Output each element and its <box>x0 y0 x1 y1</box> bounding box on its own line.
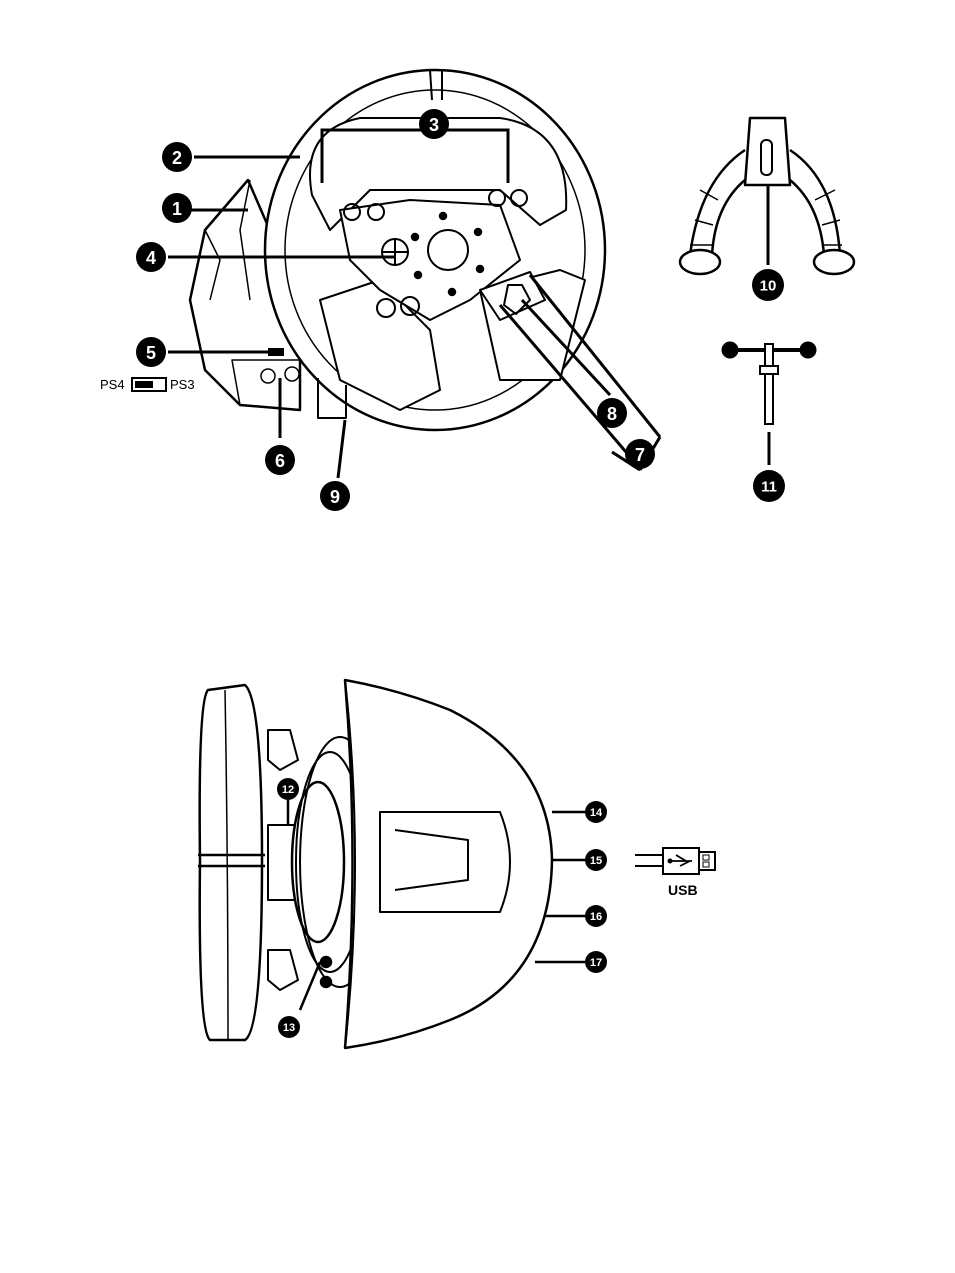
callout-6: 6 <box>265 445 295 475</box>
callout-5-label: 5 <box>146 343 156 363</box>
callout-1: 1 <box>162 193 192 223</box>
callout-11: 11 <box>753 470 785 502</box>
callout-6-label: 6 <box>275 451 285 471</box>
callout-10-label: 10 <box>760 278 777 295</box>
callout-8-label: 8 <box>607 404 617 424</box>
callout-10: 10 <box>752 269 784 301</box>
callout-2: 2 <box>162 142 192 172</box>
callout-16-label: 16 <box>590 911 602 923</box>
callout-3: 3 <box>419 109 449 139</box>
callout-4-label: 4 <box>146 248 156 268</box>
usb-connector-icon <box>663 848 715 874</box>
usb-label: USB <box>668 882 698 898</box>
callout-3-label: 3 <box>429 115 439 135</box>
callout-11-label: 11 <box>761 479 777 496</box>
wheel-side-illustration <box>198 680 552 1048</box>
wheel-front-illustration <box>190 70 605 430</box>
switch-label-ps3: PS3 <box>170 377 195 392</box>
callout-14: 14 <box>585 801 607 823</box>
callout-13: 13 <box>278 1016 300 1038</box>
callout-2-label: 2 <box>172 148 182 168</box>
callout-12-label: 12 <box>282 784 294 796</box>
callout-15-label: 15 <box>590 855 602 867</box>
callout-17: 17 <box>585 951 607 973</box>
callout-5: 5 <box>136 337 166 367</box>
callout-1-label: 1 <box>172 199 182 219</box>
callout-13-label: 13 <box>283 1022 295 1034</box>
callout-17-label: 17 <box>590 957 602 969</box>
callout-7: 7 <box>625 439 655 469</box>
table-clamp-screw-illustration <box>722 342 816 465</box>
callout-4: 4 <box>136 242 166 272</box>
switch-label-ps4: PS4 <box>100 377 125 392</box>
callout-7-label: 7 <box>635 445 645 465</box>
callout-9: 9 <box>320 481 350 511</box>
callout-8: 8 <box>597 398 627 428</box>
callout-16: 16 <box>585 905 607 927</box>
callout-12: 12 <box>277 778 299 800</box>
callout-14-label: 14 <box>590 807 603 819</box>
callout-15: 15 <box>585 849 607 871</box>
callout-9-label: 9 <box>330 487 340 507</box>
